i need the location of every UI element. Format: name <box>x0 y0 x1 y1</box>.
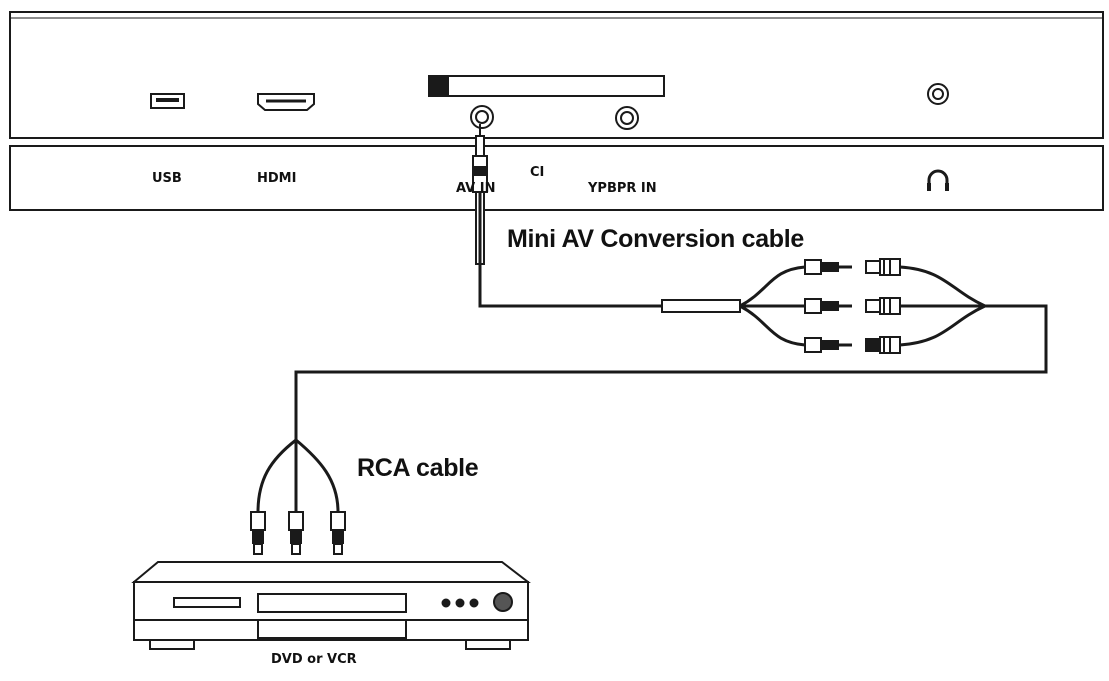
mini-av-cable <box>478 264 662 308</box>
rca-cable-label: RCA cable <box>357 454 479 482</box>
usb-label: USB <box>152 171 182 186</box>
hdmi-label: HDMI <box>257 171 297 186</box>
rca-cable <box>256 438 297 513</box>
av-in-jack <box>470 105 494 129</box>
device-label: DVD or VCR <box>271 652 357 667</box>
rca-cable-route <box>294 304 1048 440</box>
ypbpr-in-label: YPBPR IN <box>588 181 657 196</box>
dvd-player-icon <box>131 561 531 650</box>
dvd-rca-plugs <box>250 511 346 555</box>
rca-female-plugs <box>865 258 901 354</box>
rca-plug-icon <box>804 259 852 353</box>
av-in-label: AV IN <box>456 181 496 196</box>
headphone-icon <box>927 169 949 190</box>
ypbpr-in-jack <box>615 106 639 130</box>
tv-panel-top <box>9 11 1104 139</box>
usb-port-icon <box>150 93 185 109</box>
headphone-jack <box>927 83 949 105</box>
hdmi-port-icon <box>257 93 315 111</box>
tv-panel-label-strip <box>9 145 1104 211</box>
ci-slot <box>428 75 665 97</box>
ci-label: CI <box>530 165 545 180</box>
mini-av-cable-label: Mini AV Conversion cable <box>507 225 805 253</box>
